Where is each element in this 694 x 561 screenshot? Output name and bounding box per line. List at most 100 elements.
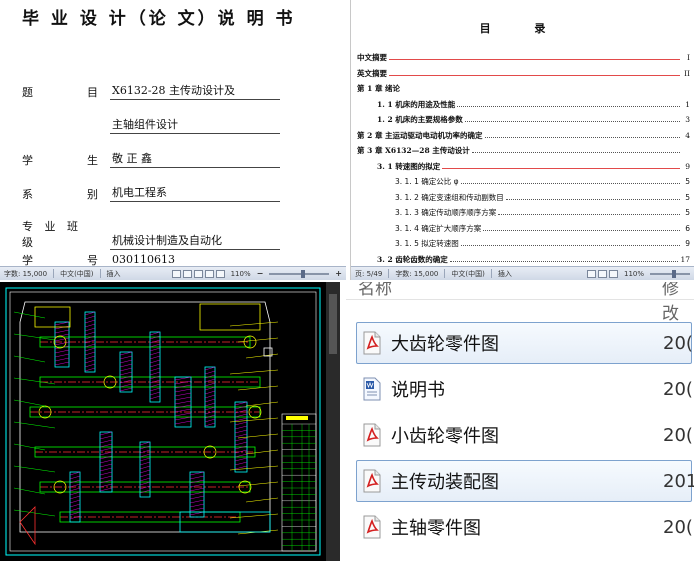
file-modified-date: 20( (663, 516, 693, 538)
toc-leader-dots (460, 245, 680, 246)
toc-page-number: I (687, 53, 690, 62)
insert-mode[interactable]: 插入 (497, 269, 512, 278)
column-modified-header[interactable]: 修改 (662, 282, 679, 324)
zoom-slider-thumb[interactable] (672, 269, 676, 278)
toc-page-number: 1 (685, 99, 690, 109)
toc-entry-title: 1. 2 机床的主要规格参数 (377, 115, 463, 124)
toc-entry[interactable]: 3. 1 转速图的拟定 9 (357, 161, 690, 177)
web-layout-view-icon[interactable] (193, 269, 203, 278)
file-list-item[interactable]: 主轴零件图 20( (356, 506, 693, 548)
pdf-icon (363, 331, 381, 355)
value-department[interactable]: 机电工程系 (110, 184, 280, 202)
label-student-a: 学 (22, 154, 33, 167)
draft-view-icon[interactable] (215, 269, 225, 278)
toc-leader-dots (460, 183, 680, 184)
full-screen-view-icon[interactable] (597, 269, 607, 278)
file-modified-date: 20( (663, 332, 693, 354)
label-dept-b: 别 (87, 188, 98, 201)
form-row-title-line2: 主轴组件设计 (22, 116, 280, 134)
title-block-label (286, 416, 308, 420)
file-list-item[interactable]: 主传动装配图 201 (356, 460, 694, 502)
word-count[interactable]: 字数: 15,000 (4, 269, 48, 278)
word-doc-icon (363, 377, 381, 401)
toc-entry[interactable]: 第 1 章 绪论 (357, 83, 690, 99)
zoom-out-icon[interactable]: − (256, 269, 264, 278)
cad-vertical-scrollbar[interactable] (326, 282, 340, 561)
drawing-frame (5, 287, 321, 556)
title-block (281, 413, 317, 552)
print-layout-view-icon[interactable] (171, 269, 181, 278)
toc-heading: 目 录 (479, 22, 566, 35)
cad-viewport[interactable] (0, 282, 340, 561)
toc-page-number: 6 (685, 223, 690, 233)
toc-entry-title: 中文摘要 (357, 53, 387, 62)
word-cover-window: 毕 业 设 计（论 文）说 明 书 题目 X6132-28 主传动设计及 主轴组… (0, 0, 346, 280)
zoom-in-icon[interactable]: + (335, 269, 342, 278)
toc-leader-dots (389, 74, 680, 76)
list-column-header: 名称 修改 (346, 282, 694, 324)
label-id-a: 学 (22, 254, 33, 267)
zoom-slider[interactable] (269, 269, 330, 278)
full-screen-view-icon[interactable] (182, 269, 192, 278)
cover-title: 毕 业 设 计（论 文）说 明 书 (22, 9, 296, 29)
word-status-bar-cover: 字数: 15,000 中文(中国) 插入 110% − + (0, 266, 346, 280)
value-major[interactable]: 机械设计制造及自动化 (110, 232, 280, 250)
cad-scrollbar-thumb[interactable] (329, 294, 337, 354)
file-modified-date: 20( (663, 378, 693, 400)
form-row-department: 系别 机电工程系 (22, 184, 280, 202)
assembly-drawing (5, 287, 321, 556)
value-title-line1[interactable]: X6132-28 主传动设计及 (110, 82, 280, 100)
web-layout-view-icon[interactable] (608, 269, 618, 278)
toc-entry-title: 3. 1 转速图的拟定 (377, 161, 441, 171)
value-student[interactable]: 敬 正 鑫 (110, 150, 280, 168)
file-list-item[interactable]: 大齿轮零件图 20( (356, 322, 693, 364)
word-count[interactable]: 字数: 15,000 (395, 269, 439, 278)
file-name: 大齿轮零件图 (391, 334, 499, 355)
zoom-slider[interactable] (650, 269, 690, 278)
pdf-icon (363, 515, 381, 539)
toc-page-number: 17 (680, 254, 690, 264)
value-title-line2[interactable]: 主轴组件设计 (110, 116, 280, 134)
zoom-slider-thumb[interactable] (301, 269, 306, 278)
toc-page-number: 9 (685, 161, 690, 171)
toc-leader-dots (449, 260, 679, 262)
print-layout-view-icon[interactable] (586, 269, 596, 278)
cad-geometry (13, 301, 279, 546)
language-status[interactable]: 中文(中国) (60, 269, 94, 278)
form-row-major: 专 业 班 级 机械设计制造及自动化 (22, 218, 280, 250)
toc-leader-dots (505, 198, 680, 200)
outline-view-icon[interactable] (204, 269, 214, 278)
zoom-level[interactable]: 110% (230, 269, 251, 278)
toc-leader-dots (471, 152, 680, 153)
toc-leader-dots (457, 105, 680, 107)
page-count[interactable]: 页: 5/49 (355, 269, 383, 278)
toc-entry[interactable]: 中文摘要 I (357, 52, 690, 68)
toc-entry-title: 3. 1. 1 确定公比 φ (395, 177, 459, 186)
file-name: 主轴零件图 (391, 518, 481, 539)
zoom-level[interactable]: 110% (623, 269, 644, 278)
file-name: 主传动装配图 (391, 472, 499, 493)
file-name: 小齿轮零件图 (391, 426, 499, 447)
toc-entry[interactable]: 第 3 章 X6132—28 主传动设计 (357, 145, 690, 161)
toc-page-number: II (684, 68, 690, 78)
file-modified-date: 201 (663, 470, 694, 492)
view-buttons (586, 269, 618, 278)
insert-mode[interactable]: 插入 (106, 269, 121, 278)
column-name-header[interactable]: 名称 (358, 282, 392, 299)
language-status[interactable]: 中文(中国) (451, 269, 485, 278)
